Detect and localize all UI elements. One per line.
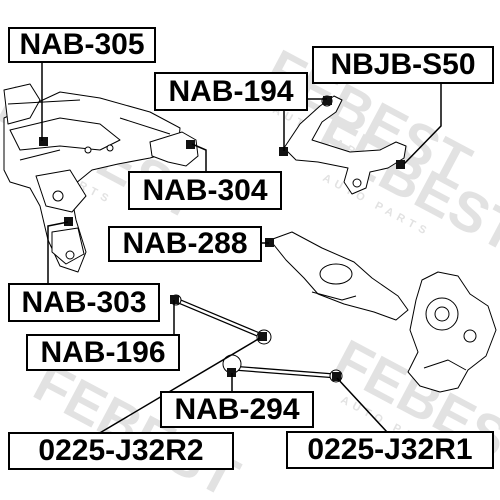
label-0225-j32r1: 0225-J32R1 [286, 431, 494, 469]
bushing-nab-194-b [279, 147, 288, 156]
label-nab-305: NAB-305 [8, 27, 156, 63]
label-nab-304: NAB-304 [128, 171, 282, 210]
bushing-nab-305 [39, 137, 48, 146]
bushing-nab-294 [227, 368, 236, 377]
bushing-markers [39, 96, 405, 381]
bushing-j32r2 [258, 332, 267, 341]
label-nab-294: NAB-294 [160, 391, 314, 428]
leader-nab-303 [47, 221, 69, 283]
label-nab-196: NAB-196 [26, 334, 180, 371]
link-nab-196 [170, 294, 272, 345]
bushing-nab-194-a [323, 96, 332, 105]
bushing-nab-196 [170, 295, 179, 304]
leader-j32r1 [336, 377, 388, 433]
leader-nbjb-s50 [403, 83, 442, 165]
bushing-nab-304 [186, 140, 195, 149]
label-nab-288: NAB-288 [108, 226, 262, 262]
leader-nab-304 [191, 143, 207, 172]
label-nab-303: NAB-303 [8, 283, 160, 322]
knuckle [407, 271, 497, 393]
label-0225-j32r2: 0225-J32R2 [8, 432, 234, 470]
leader-j32r2 [97, 337, 261, 435]
lower-control-arm [269, 231, 409, 321]
label-nab-194: NAB-194 [154, 72, 308, 111]
bushing-nab-303 [64, 217, 73, 226]
link-nab-294 [222, 354, 343, 383]
bushing-nbjb-s50 [396, 160, 405, 169]
leader-lines [41, 62, 442, 435]
bushing-j32r1 [332, 372, 341, 381]
bushing-nab-288 [265, 238, 274, 247]
label-nbjb-s50: NBJB-S50 [312, 46, 494, 84]
